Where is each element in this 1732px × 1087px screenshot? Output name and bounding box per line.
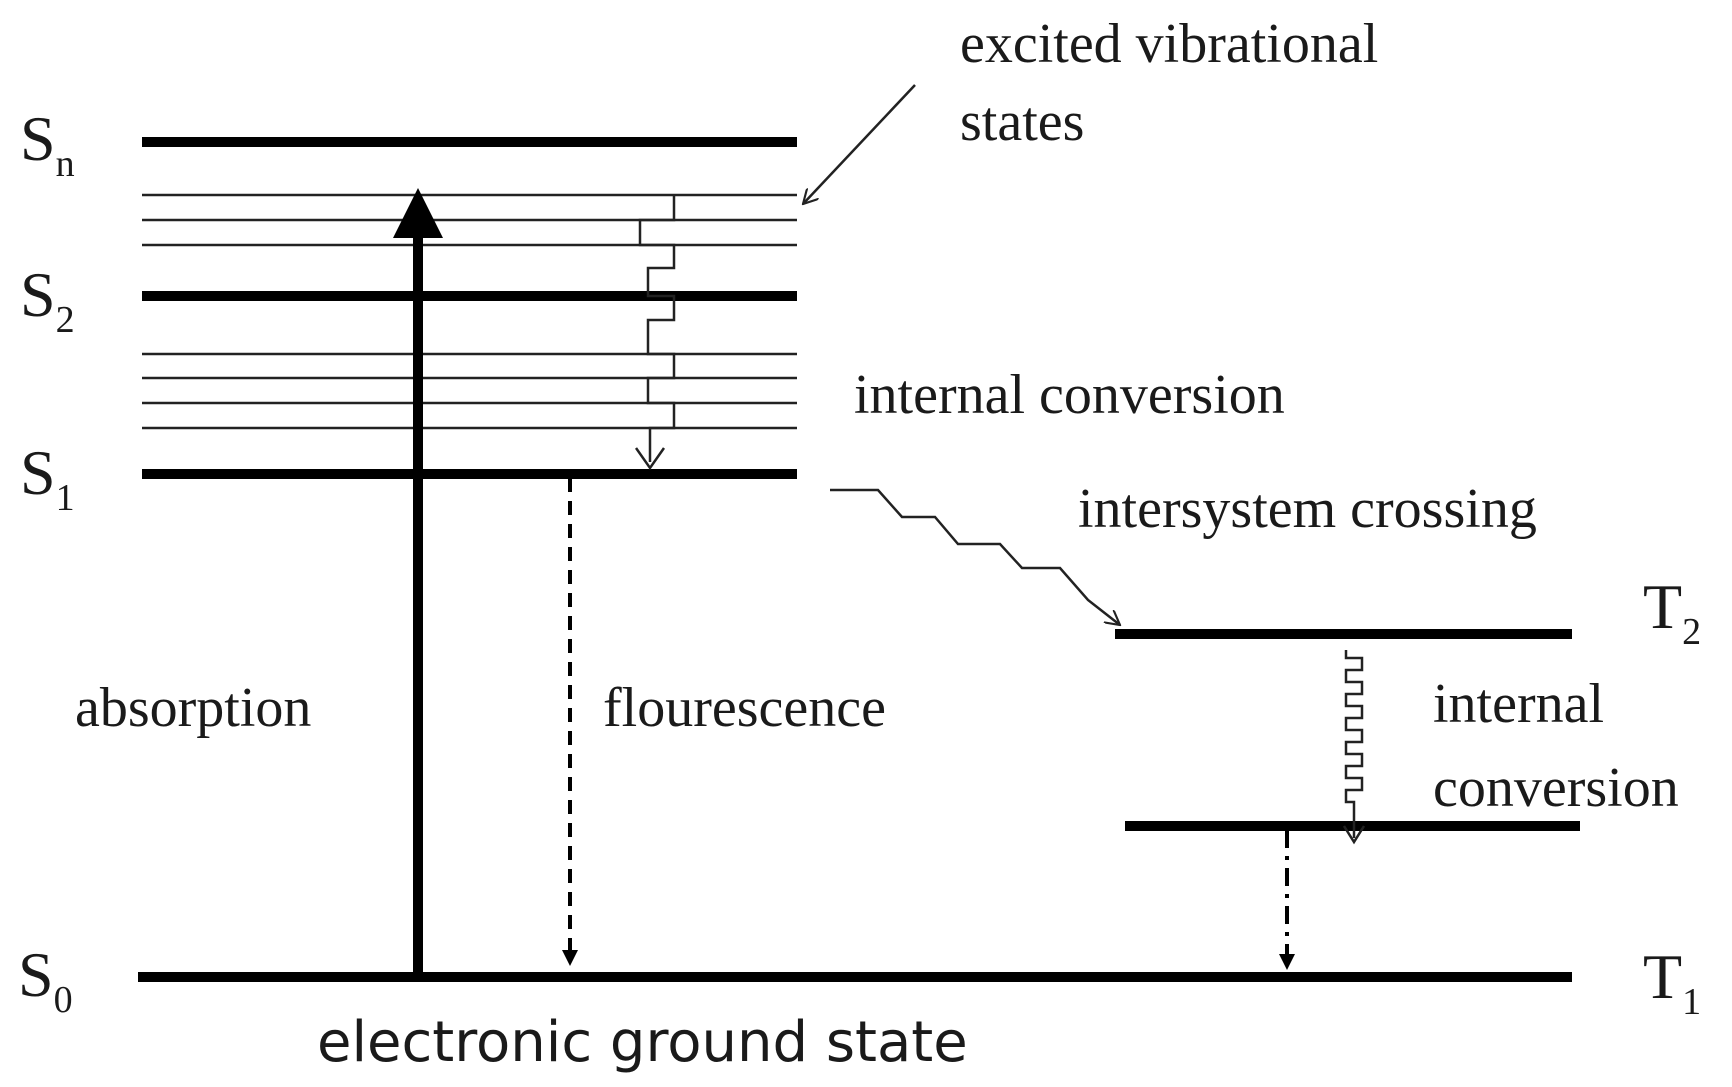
absorption-label: absorption: [75, 677, 311, 739]
internal-conversion-path: [638, 195, 676, 462]
label-sn: Sn: [20, 103, 75, 185]
label-t2: T2: [1643, 571, 1701, 653]
label-s2: S2: [20, 259, 75, 341]
states-label: states: [960, 91, 1084, 153]
internal-label: internal: [1433, 673, 1604, 735]
fluorescence-label: flourescence: [603, 677, 886, 739]
internal-conversion-label: internal conversion: [854, 364, 1285, 426]
vibrational-states-pointer: [803, 84, 916, 204]
intersystem-crossing-label: intersystem crossing: [1078, 478, 1537, 540]
label-s1: S1: [20, 437, 75, 519]
intersystem-crossing-path: [830, 488, 1120, 625]
label-t1: T1: [1643, 941, 1701, 1023]
excited-vibrational-label: excited vibrational: [960, 13, 1378, 75]
vibrational-levels: [142, 193, 797, 430]
label-s0: S0: [18, 939, 73, 1021]
ground-state-label: electronic ground state: [317, 1010, 968, 1075]
conversion-label: conversion: [1433, 757, 1679, 819]
triplet-internal-conversion-path: [1344, 650, 1364, 838]
